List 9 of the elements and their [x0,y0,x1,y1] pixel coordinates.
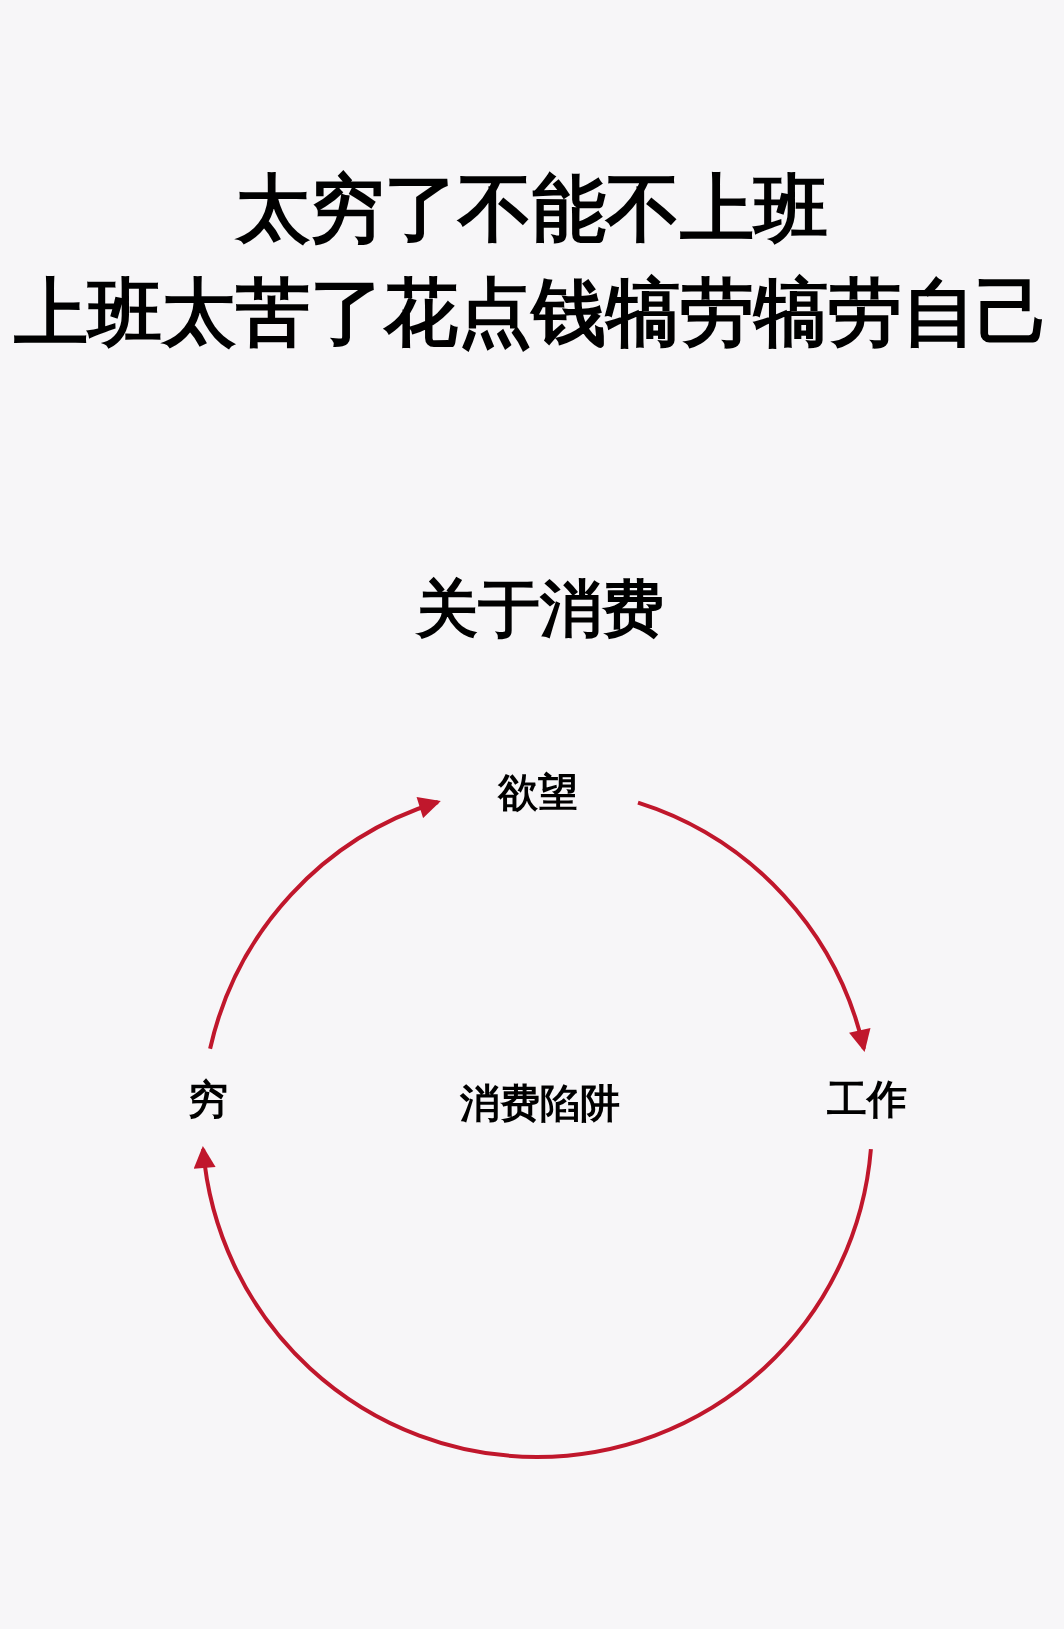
stage-label: 工作 [827,1079,907,1119]
headline: 太穷了不能不上班 [236,171,828,245]
stage-label: 穷 [188,1079,228,1119]
cycle-arrow [194,1145,873,1459]
stage-label: 欲望 [498,772,578,812]
cycle-arrow [208,798,441,1050]
section-title: 关于消费 [416,578,664,640]
cycle-arrow [637,800,870,1052]
center-label: 消费陷阱 [460,1083,620,1123]
